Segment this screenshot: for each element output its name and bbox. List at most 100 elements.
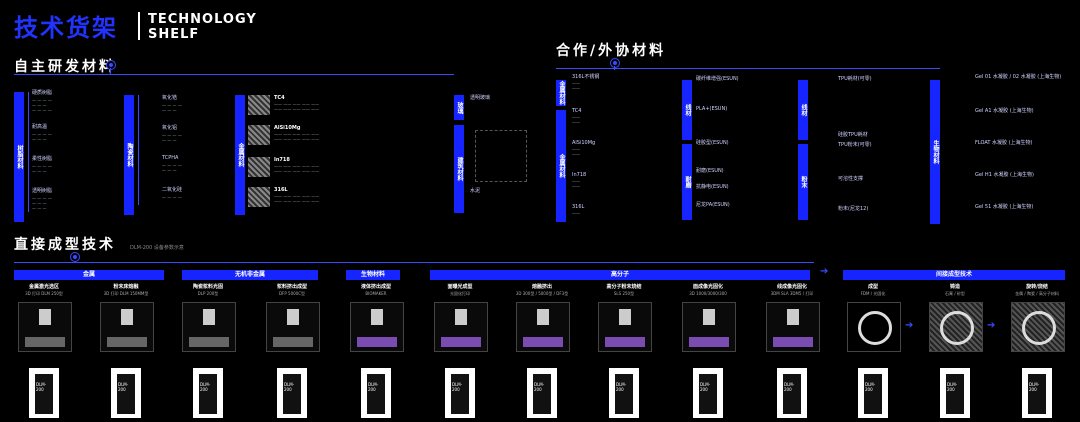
- machine-model-label: DLM-200: [452, 382, 463, 392]
- ceramic-item-4-desc: — — — —: [162, 195, 182, 200]
- partner-group-bio: 生物材料: [930, 80, 940, 224]
- wire-item-3: 硅胶型(ESUN): [696, 140, 729, 146]
- process-illustration: [266, 302, 320, 352]
- title-en-line2: SHELF: [148, 27, 200, 42]
- metal-powder-image-1: [248, 95, 270, 115]
- build-platform: [273, 337, 313, 347]
- wire-item-4: 耐磨(ESUN): [696, 168, 724, 174]
- process-illustration: [598, 302, 652, 352]
- partner-metal-item-1-desc: ————: [572, 81, 580, 91]
- machine-screen: DLM-200: [533, 374, 551, 414]
- machine-card: DLM-200: [858, 368, 888, 418]
- machine-screen: DLM-200: [35, 374, 53, 414]
- machine-screen: DLM-200: [283, 374, 301, 414]
- print-head: [39, 309, 51, 325]
- machine-screen: DLM-200: [615, 374, 633, 414]
- machine-screen: DLM-200: [864, 374, 882, 414]
- machine-card: DLM-200: [693, 368, 723, 418]
- partner-metal-item-2: TC4: [572, 108, 582, 114]
- resin-item-1: 硬质树脂: [32, 90, 53, 96]
- partner-metal-item-4: In718: [572, 172, 587, 178]
- steering-wheel-icon: [858, 311, 892, 345]
- print-head: [787, 309, 799, 325]
- machine-card: DLM-200: [940, 368, 970, 418]
- machine-card: DLM-200: [777, 368, 807, 418]
- resin-item-4-desc: — — — —— — —— — —: [32, 196, 52, 211]
- tpu-item-1: TPU耗材(可零): [838, 76, 872, 82]
- print-head: [121, 309, 133, 325]
- bio-item-5: Gel 51 水凝胶 (上海生物): [975, 204, 1034, 210]
- process-subtitle: 石膏 / 砂型: [945, 291, 965, 296]
- bracket-ceramic: [138, 95, 139, 205]
- section-title-partner: 合作/外协材料: [556, 43, 667, 59]
- building-structure-image: [475, 130, 527, 182]
- category-bio: 生物材料: [346, 270, 400, 280]
- build-platform: [107, 337, 147, 347]
- process-illustration: [516, 302, 570, 352]
- metal-item-4-table: —— —— —— —— ———— —— —— —— ——: [274, 194, 320, 204]
- build-platform: [25, 337, 65, 347]
- process-subtitle: 3D 300型 / 5000型 / DF3型: [515, 291, 569, 296]
- process-subtitle: FDM / 光固化: [860, 291, 886, 296]
- category-inorganic: 无机非金属: [182, 270, 318, 280]
- machine-model-label: DLM-200: [947, 382, 958, 392]
- machine-card: DLM-200: [527, 368, 557, 418]
- wire-item-5: 抗静电(ESUN): [696, 184, 729, 190]
- metal-item-4: 316L: [274, 187, 288, 193]
- process-name: 旋转/烧结: [1026, 284, 1048, 290]
- build-platform: [189, 337, 229, 347]
- metal-item-3: In718: [274, 157, 290, 163]
- group-glass: 玻璃: [454, 95, 464, 120]
- process-subtitle: 3D 打印 DLM 150MM型: [103, 291, 149, 296]
- print-head: [455, 309, 467, 325]
- build-platform: [441, 337, 481, 347]
- process-illustration: [1011, 302, 1065, 352]
- process-name: 线成像光固化: [776, 284, 807, 290]
- machine-screen: DLM-200: [1028, 374, 1046, 414]
- group-ceramic: 陶瓷材料: [124, 95, 134, 215]
- machine-card: DLM-200: [361, 368, 391, 418]
- section-node-partner: [610, 58, 620, 68]
- process-name: 高分子粉末烧结: [606, 284, 642, 290]
- resin-item-1-desc: — — — —— — —— — — —: [32, 98, 52, 113]
- category-polymer: 高分子: [430, 270, 810, 280]
- machine-model-label: DLM-200: [784, 382, 795, 392]
- process-subtitle: DLP 200型: [197, 291, 219, 296]
- partner-metal-item-3-desc: ————: [572, 147, 580, 157]
- print-head: [703, 309, 715, 325]
- machine-model-label: DLM-200: [200, 382, 211, 392]
- tpu-item-5: 粉末(尼龙12): [838, 206, 869, 212]
- wire-item-1: 碳纤维增强(ESUN): [696, 76, 739, 82]
- process-subtitle: DFP 5000C型: [278, 291, 306, 296]
- process-subtitle: 金属 / 陶瓷 / 高分子材料: [1015, 291, 1059, 296]
- ceramic-item-1-desc: — — — —— — —: [162, 103, 182, 113]
- process-name: 熔融挤出: [531, 284, 552, 290]
- machine-card: DLM-200: [111, 368, 141, 418]
- title-en-line1: TECHNOLOGY: [148, 12, 257, 27]
- process-illustration: [682, 302, 736, 352]
- build-platform: [689, 337, 729, 347]
- tree-stem-partner: [614, 66, 615, 70]
- metal-item-2-table: —— —— —— —— ———— —— —— —— ——: [274, 132, 320, 142]
- process-name: 陶瓷浆料光固: [192, 284, 223, 290]
- machine-card: DLM-200: [193, 368, 223, 418]
- group-resin: 树脂材料: [14, 92, 24, 222]
- process-illustration: [18, 302, 72, 352]
- resin-item-3: 柔性树脂: [32, 156, 53, 162]
- partner-metal-item-5: 316L: [572, 204, 585, 210]
- metal-powder-image-2: [248, 125, 270, 145]
- process-subtitle: 3DM SLA 3DM5 / 打印: [770, 291, 814, 296]
- bio-item-2: Gel A1 水凝胶 (上海生物): [975, 108, 1034, 114]
- wire-item-6: 尼龙PA(ESUN): [696, 202, 730, 208]
- metal-item-3-table: —— —— —— —— ———— —— —— —— ——: [274, 164, 320, 174]
- bio-item-4: Gel H1 水凝胶 (上海生物): [975, 172, 1034, 178]
- arrow-right-icon: ➔: [987, 320, 996, 331]
- process-name: 粉末床熔融: [113, 284, 139, 290]
- process-illustration: [350, 302, 404, 352]
- process-name: 液体挤出成型: [360, 284, 391, 290]
- machine-model-label: DLM-200: [616, 382, 627, 392]
